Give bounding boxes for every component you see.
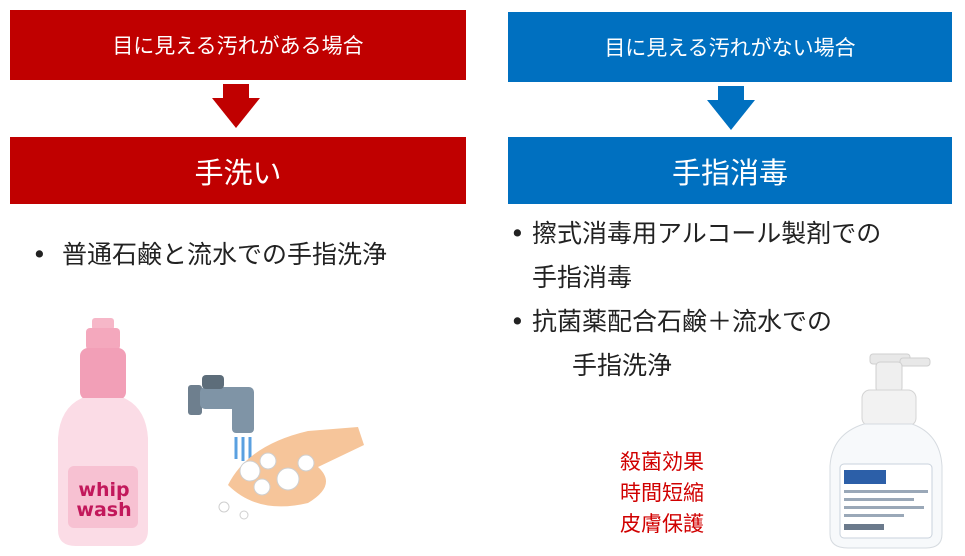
condition-visible-dirt-banner: 目に見える汚れがある場合 xyxy=(10,10,466,80)
right-bullet-1: •擦式消毒用アルコール製剤での 手指消毒 xyxy=(510,212,881,300)
handwash-banner: 手洗い xyxy=(10,137,466,204)
brand-whip: whip xyxy=(78,479,130,501)
hand-antisepsis-label: 手指消毒 xyxy=(671,155,788,190)
sanitizer-bottle-image xyxy=(829,353,943,549)
left-bullet-1-text: 普通石鹸と流水での手指洗浄 xyxy=(62,240,388,269)
down-arrow-right-icon xyxy=(707,100,755,130)
brand-wash: wash xyxy=(76,499,132,521)
benefit-bactericidal: 殺菌効果 xyxy=(620,450,704,474)
right-bullet-1-line1: 擦式消毒用アルコール製剤での xyxy=(532,219,882,248)
hand-antisepsis-banner: 手指消毒 xyxy=(508,137,952,204)
condition-visible-dirt-label: 目に見える汚れがある場合 xyxy=(112,34,364,58)
arrow-stem-left xyxy=(223,84,249,98)
condition-no-visible-dirt-label: 目に見える汚れがない場合 xyxy=(604,36,856,60)
whip-wash-brand: whip wash xyxy=(72,480,136,520)
condition-no-visible-dirt-banner: 目に見える汚れがない場合 xyxy=(508,12,952,82)
handwashing-illustration xyxy=(188,375,364,520)
left-bullet-1: • 普通石鹸と流水での手指洗浄 xyxy=(32,233,387,277)
bullet-dot: • xyxy=(510,219,525,248)
benefit-skin-protection: 皮膚保護 xyxy=(620,512,704,536)
right-bullet-2-line2: 手指洗浄 xyxy=(572,351,673,380)
bullet-dot: • xyxy=(32,240,47,269)
benefit-time-saving: 時間短縮 xyxy=(620,481,704,505)
whip-wash-bottle-image xyxy=(58,318,148,546)
right-bullet-1-line2: 手指消毒 xyxy=(532,263,633,292)
right-bullet-2-line1: 抗菌薬配合石鹸＋流水での xyxy=(532,307,833,336)
handwash-label: 手洗い xyxy=(194,155,282,190)
arrow-stem-right xyxy=(718,86,744,100)
bullet-dot: • xyxy=(510,307,525,336)
down-arrow-left-icon xyxy=(212,98,260,128)
right-bullet-2: •抗菌薬配合石鹸＋流水での 手指洗浄 xyxy=(510,300,832,388)
benefits-list: 殺菌効果 時間短縮 皮膚保護 xyxy=(600,447,724,540)
